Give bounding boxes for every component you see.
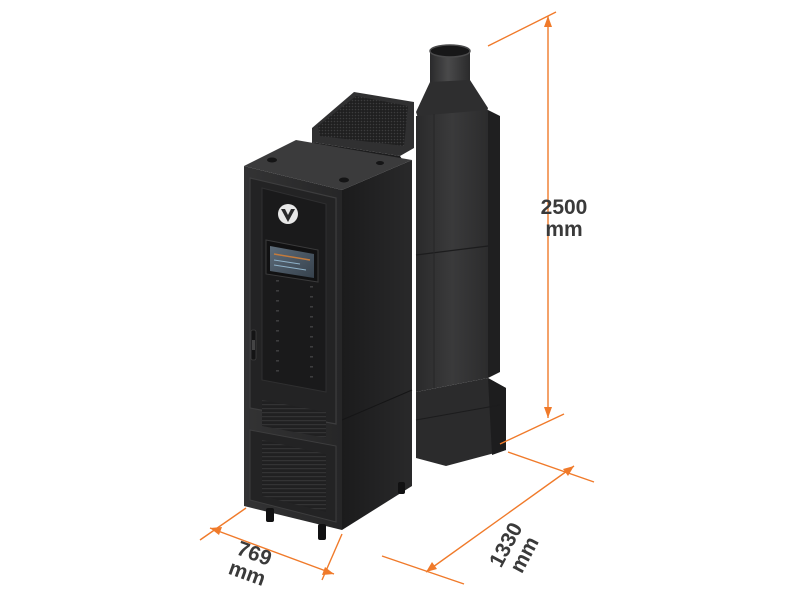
duct-hood bbox=[416, 80, 488, 118]
vertiv-logo-icon bbox=[278, 204, 298, 224]
exhaust-duct bbox=[415, 44, 506, 466]
rack-cabinet bbox=[244, 140, 413, 540]
door-handle-icon bbox=[250, 329, 257, 361]
duct-pipe-opening bbox=[429, 44, 471, 58]
height-value: 2500 bbox=[541, 196, 588, 219]
height-unit: mm bbox=[545, 218, 582, 241]
duct-base bbox=[416, 378, 506, 466]
cabinet-top bbox=[244, 140, 412, 190]
caster-wheels bbox=[266, 482, 405, 540]
control-screen-icon bbox=[265, 239, 319, 283]
lower-vent-grille bbox=[262, 440, 326, 512]
height-dimension bbox=[487, 11, 565, 445]
width-dimension bbox=[199, 507, 343, 581]
depth-dimension bbox=[381, 451, 595, 585]
upper-vent-grille bbox=[262, 400, 326, 438]
dimension-lines bbox=[199, 11, 595, 585]
cabinet-side bbox=[342, 160, 412, 530]
duct-side bbox=[488, 110, 500, 378]
top-mesh-vent bbox=[318, 96, 408, 146]
